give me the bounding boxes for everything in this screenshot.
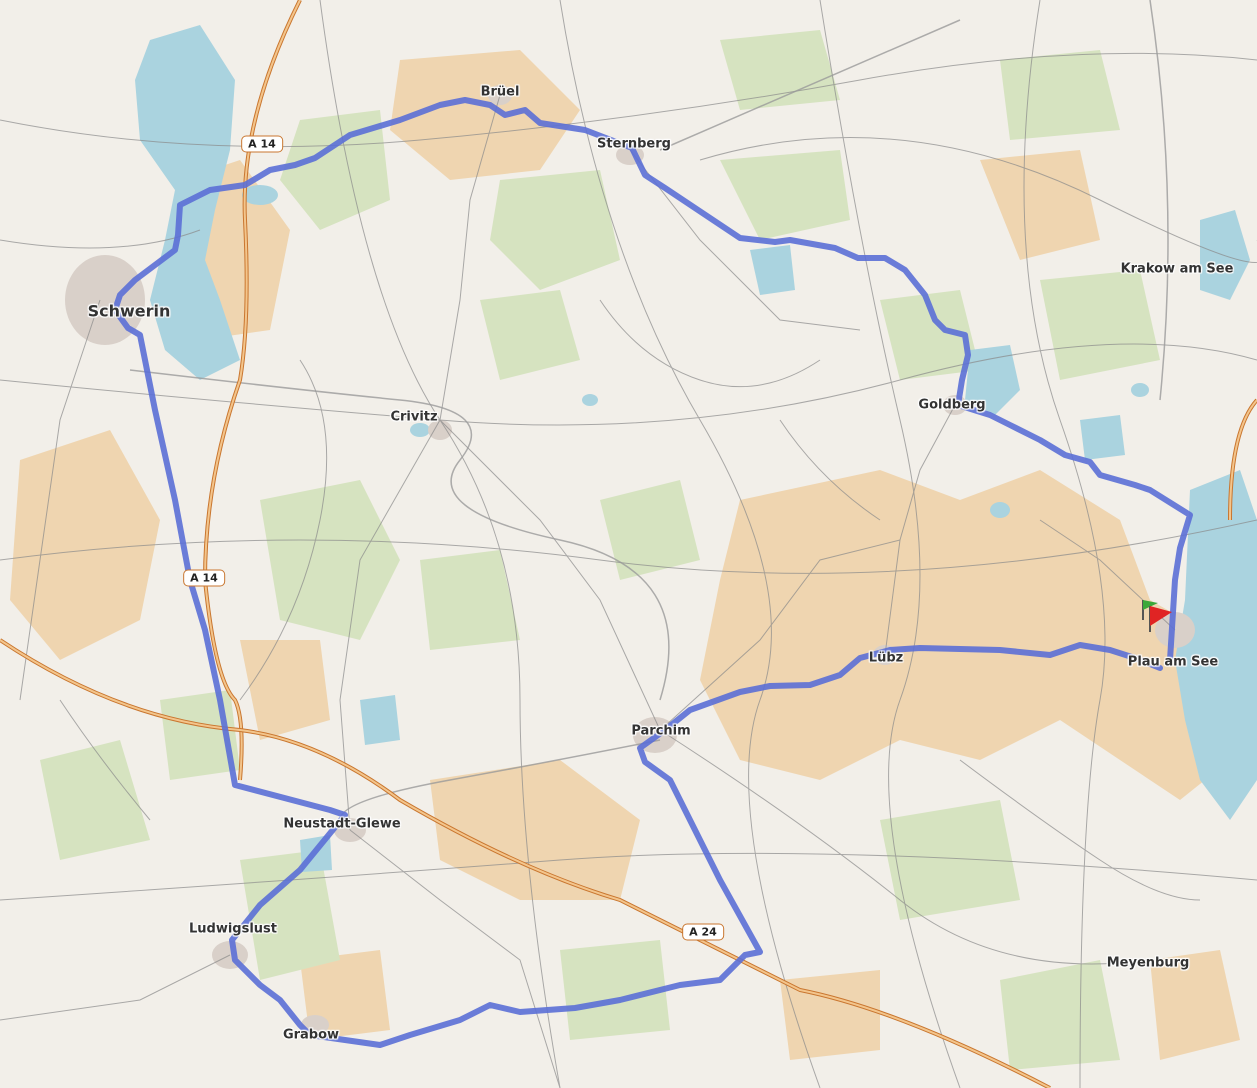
road-shield-a24: A 24 bbox=[682, 923, 724, 941]
town-label-neustadt-glewe[interactable]: Neustadt-Glewe bbox=[283, 816, 401, 832]
town-label-ludwigslust[interactable]: Ludwigslust bbox=[188, 921, 278, 937]
town-label-crivitz[interactable]: Crivitz bbox=[390, 409, 438, 425]
town-label-grabow[interactable]: Grabow bbox=[282, 1027, 340, 1043]
road-shield-a14-south: A 14 bbox=[183, 569, 225, 587]
town-label-schwerin[interactable]: Schwerin bbox=[87, 301, 171, 321]
town-label-lubz[interactable]: Lübz bbox=[868, 650, 904, 666]
town-label-plau-am-see[interactable]: Plau am See bbox=[1127, 654, 1219, 670]
road-shield-a14-north: A 14 bbox=[241, 135, 283, 153]
town-label-krakow-am-see[interactable]: Krakow am See bbox=[1120, 261, 1234, 277]
forest-areas bbox=[40, 30, 1160, 1070]
railways bbox=[129, 0, 1169, 821]
green-flag-icon[interactable] bbox=[1142, 600, 1158, 620]
town-label-parchim[interactable]: Parchim bbox=[631, 723, 691, 739]
red-flag-icon[interactable] bbox=[1149, 606, 1172, 632]
town-label-goldberg[interactable]: Goldberg bbox=[918, 397, 986, 413]
town-label-bruel[interactable]: Brüel bbox=[480, 84, 520, 100]
town-label-meyenburg[interactable]: Meyenburg bbox=[1106, 955, 1190, 971]
town-label-sternberg[interactable]: Sternberg bbox=[597, 136, 671, 152]
route-line[interactable] bbox=[112, 97, 1193, 1048]
